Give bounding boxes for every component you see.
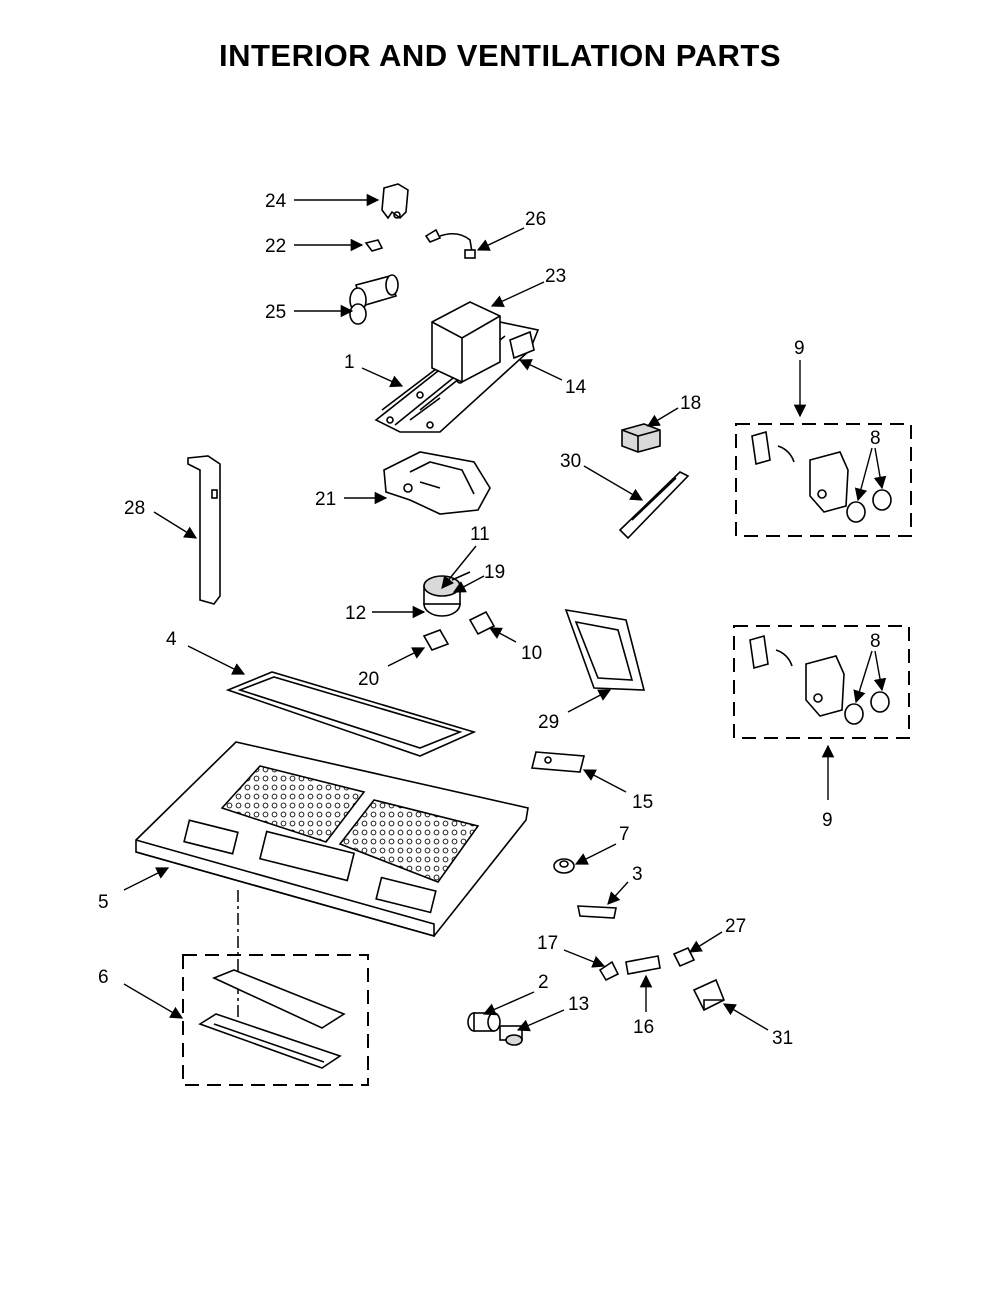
callout-8-lower: 8 — [870, 631, 881, 652]
part-9-latch-kit-upper — [735, 423, 912, 537]
callout-16: 16 — [633, 1017, 654, 1038]
callout-6: 6 — [98, 967, 109, 988]
callout-4: 4 — [166, 629, 177, 650]
callout-28: 28 — [124, 498, 145, 519]
callout-29: 29 — [538, 712, 559, 733]
part-3-sensor — [577, 905, 617, 919]
callout-31: 31 — [772, 1028, 793, 1049]
callout-3: 3 — [632, 864, 643, 885]
callout-17: 17 — [537, 933, 558, 954]
callout-23: 23 — [545, 266, 566, 287]
part-18-switch — [621, 423, 661, 453]
callout-18: 18 — [680, 393, 701, 414]
callout-27: 27 — [725, 916, 746, 937]
callout-19: 19 — [484, 562, 505, 583]
callout-24: 24 — [265, 191, 287, 212]
callout-12: 12 — [345, 603, 366, 624]
part-4-filter — [225, 671, 477, 757]
part-30-rail — [618, 471, 690, 540]
part-15-board — [530, 751, 586, 773]
part-24-bracket — [381, 183, 409, 220]
part-12-motor — [423, 571, 471, 617]
callout-9-lower: 9 — [822, 810, 833, 831]
callout-11: 11 — [470, 524, 490, 545]
part-20-damper — [422, 629, 450, 651]
part-17-socket — [598, 960, 620, 982]
callout-22: 22 — [265, 236, 286, 257]
callout-10: 10 — [521, 643, 542, 664]
part-22-clip — [364, 239, 384, 252]
part-5-grille-panel — [135, 741, 529, 938]
part-1-chassis — [374, 301, 540, 433]
part-21-duct — [383, 451, 491, 515]
part-16-tube — [625, 955, 661, 975]
callout-5: 5 — [98, 892, 109, 913]
part-10-hinge — [468, 610, 496, 636]
part-31-relay — [692, 978, 726, 1012]
callout-30: 30 — [560, 451, 581, 472]
part-6-grille-kit — [182, 890, 369, 1086]
part-13-lamp-holder — [499, 1025, 523, 1046]
callout-14: 14 — [565, 377, 587, 398]
callout-1: 1 — [344, 352, 355, 373]
part-7-grommet — [553, 858, 575, 874]
callout-25: 25 — [265, 302, 286, 323]
leader-arrows — [123, 193, 887, 1032]
page-title: INTERIOR AND VENTILATION PARTS — [218, 38, 782, 73]
callout-2: 2 — [538, 972, 549, 993]
part-9-latch-kit-lower — [733, 625, 910, 739]
callout-labels: 24 22 25 26 23 1 14 9 8 18 30 28 21 11 1… — [98, 191, 881, 1049]
callout-21: 21 — [315, 489, 336, 510]
part-29-panel — [564, 608, 646, 691]
callout-13: 13 — [568, 994, 589, 1015]
part-25-capacitor — [349, 274, 399, 325]
part-2-lamp — [467, 1012, 501, 1032]
callout-26: 26 — [525, 209, 546, 230]
callout-7: 7 — [619, 824, 630, 845]
callout-15: 15 — [632, 792, 653, 813]
part-26-wire — [424, 228, 476, 259]
callout-20: 20 — [358, 669, 379, 690]
part-28-bracket — [187, 455, 221, 605]
callout-8-upper: 8 — [870, 428, 881, 449]
callout-9-upper: 9 — [794, 338, 805, 359]
